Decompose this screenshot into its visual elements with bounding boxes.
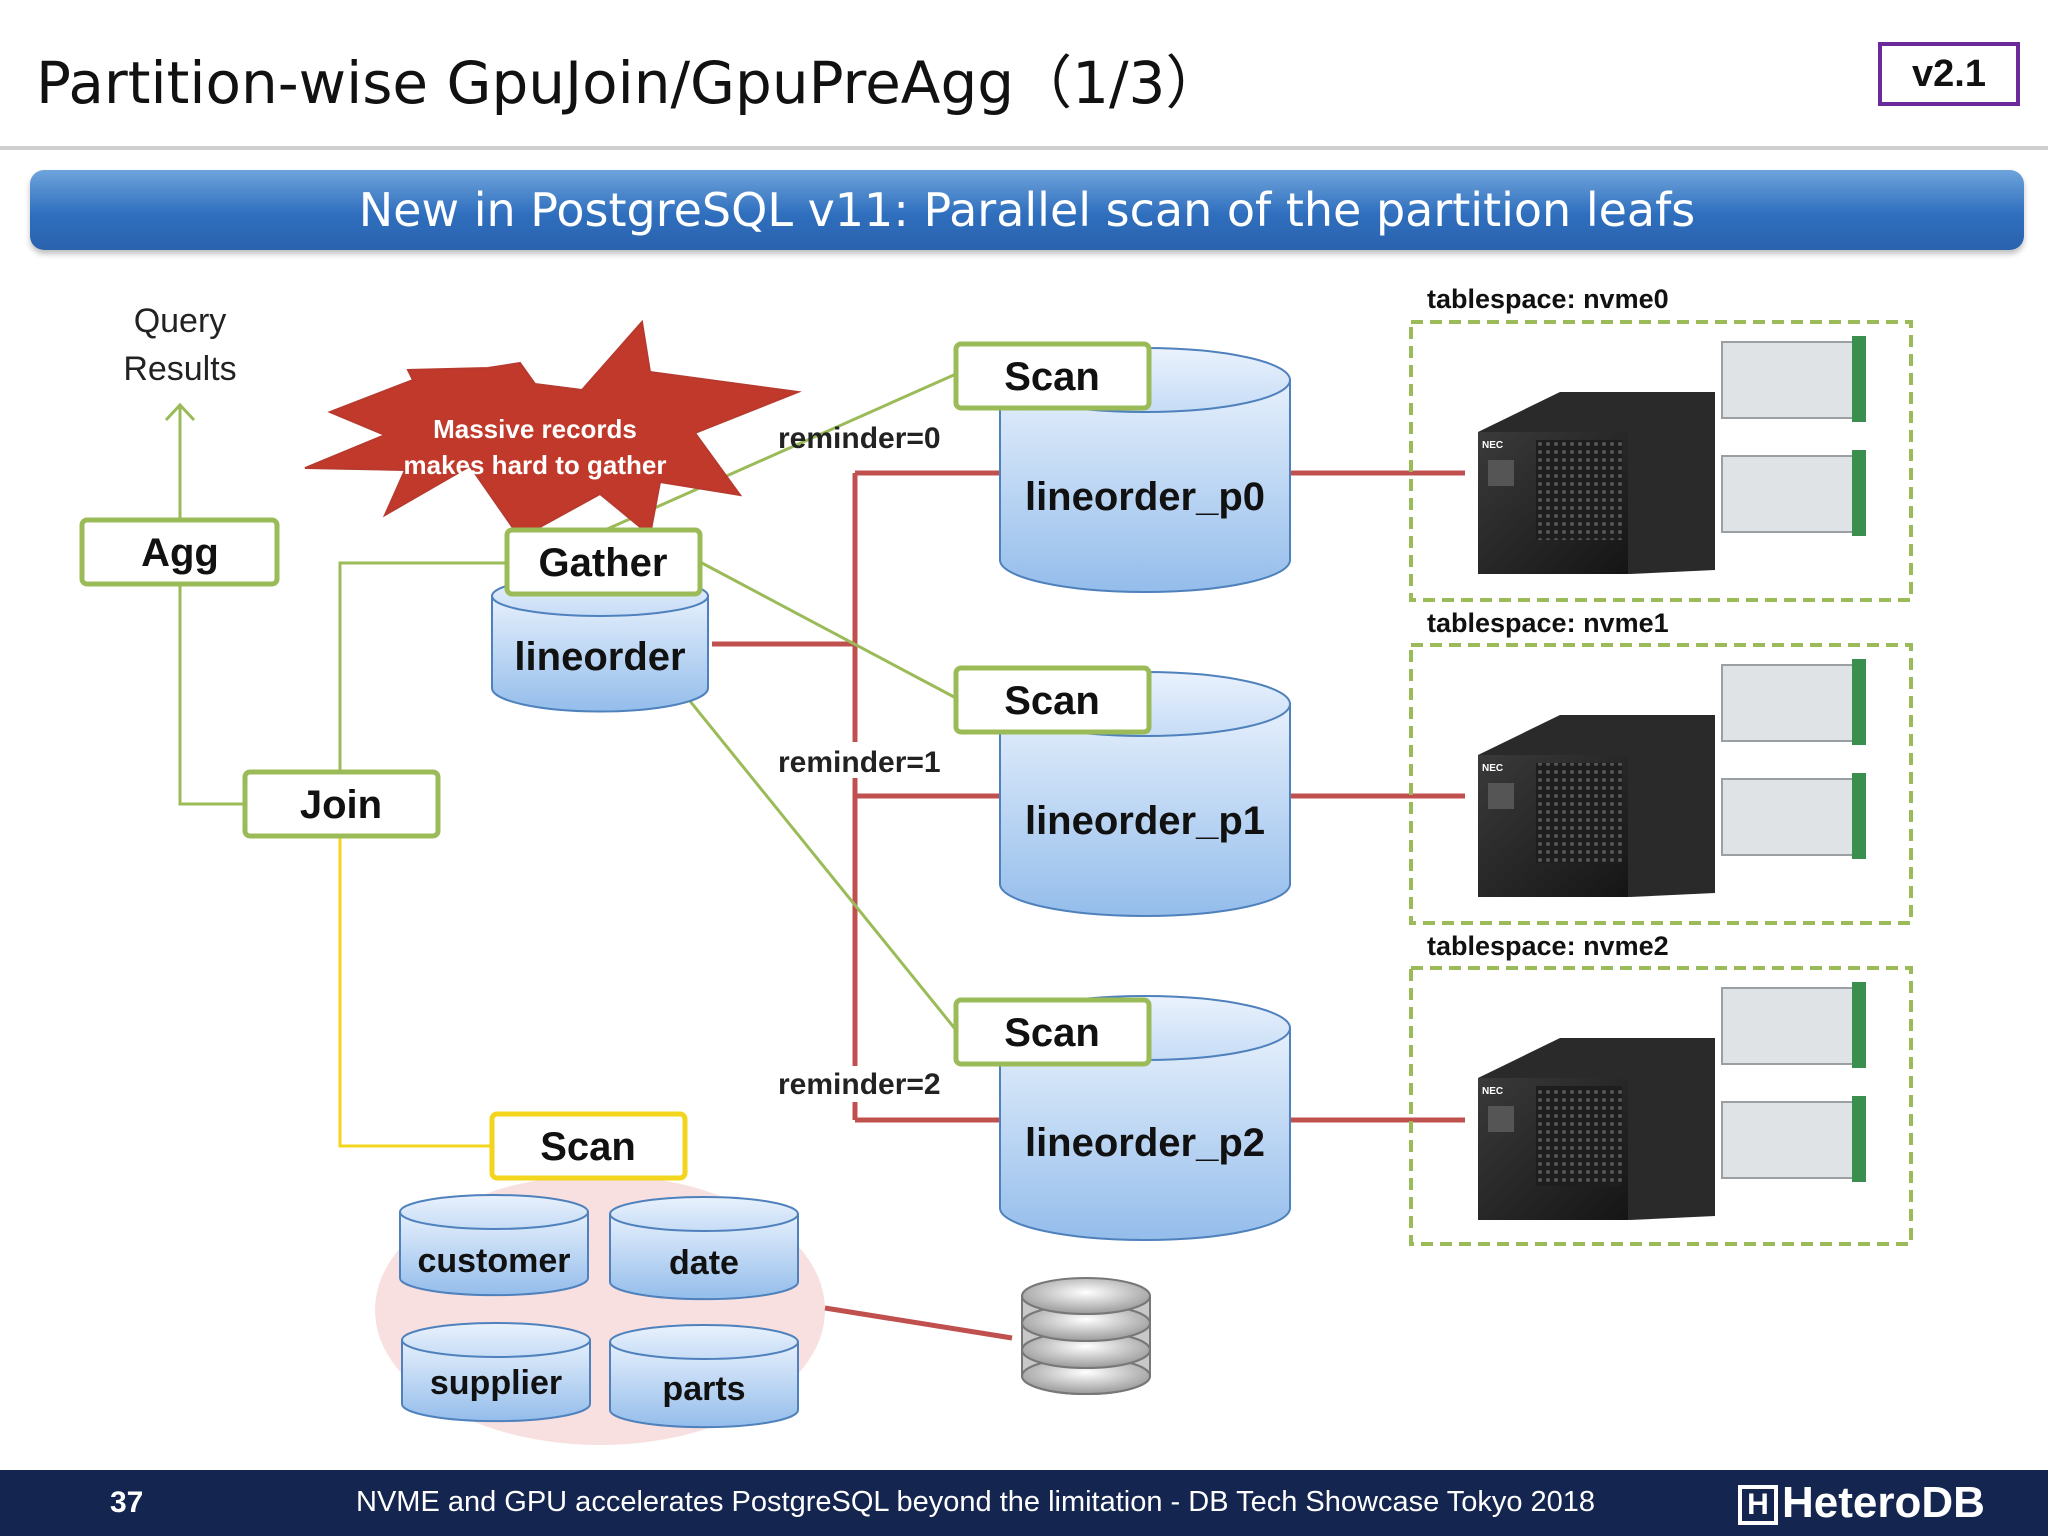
partition-p1-label: lineorder_p1 [1025, 799, 1265, 843]
database-icon [1021, 1277, 1151, 1395]
footer: 37 NVME and GPU accelerates PostgreSQL b… [0, 1470, 2048, 1536]
dim-customer: customer [399, 1194, 589, 1297]
tablespace-label-1: tablespace: nvme1 [1427, 608, 1669, 638]
join-label: Join [300, 783, 382, 827]
scan-label-dimensions: Scan [540, 1125, 636, 1169]
scan-node-p0: Scan [953, 341, 1152, 411]
device-brand-0: NEC [1482, 440, 1503, 451]
burst-line-2: makes hard to gather [404, 450, 667, 480]
tablespace-box-1: NEC [1409, 643, 1913, 925]
scan-node-dimensions: Scan [489, 1111, 688, 1181]
dim-supplier-label: supplier [430, 1364, 562, 1402]
query-results-line-1: Query [134, 302, 227, 340]
logo-mark-icon: H [1738, 1485, 1778, 1526]
partition-connectors [712, 470, 1465, 1341]
lineorder-table: lineorder [491, 575, 709, 713]
nvme-server-1: NEC [1478, 659, 1866, 897]
tablespace-label-2: tablespace: nvme2 [1427, 931, 1669, 961]
scan-label-p2: Scan [1004, 1011, 1100, 1055]
slide-title: Partition-wise GpuJoin/GpuPreAgg（1/3） [36, 49, 1224, 117]
dim-date-label: date [669, 1244, 739, 1282]
device-brand-1: NEC [1482, 763, 1503, 774]
tablespace-box-2: NEC [1409, 966, 1913, 1246]
scan-node-p1: Scan [953, 665, 1152, 735]
scan-label-p0: Scan [1004, 355, 1100, 399]
burst-shape [304, 319, 802, 540]
partition-p2-label: lineorder_p2 [1025, 1121, 1265, 1165]
dim-parts-label: parts [662, 1370, 745, 1408]
partition-p0-label: lineorder_p0 [1025, 475, 1265, 519]
lineorder-label: lineorder [514, 635, 685, 679]
footer-text: NVME and GPU accelerates PostgreSQL beyo… [356, 1486, 1596, 1518]
reminder-label-2: reminder=2 [778, 1068, 941, 1101]
scan-node-p2: Scan [953, 997, 1152, 1067]
dim-customer-label: customer [417, 1242, 570, 1280]
tablespace-box-0: NEC [1409, 320, 1913, 602]
reminder-label-1: reminder=1 [778, 746, 941, 779]
title-divider [0, 146, 2048, 150]
tablespace-label-0: tablespace: nvme0 [1427, 284, 1669, 314]
join-scan-line [338, 836, 490, 1148]
agg-node: Agg [79, 517, 280, 587]
reminder-gap-2 [845, 1066, 865, 1102]
nvme-server-2: NEC [1478, 982, 1866, 1220]
query-results-line-2: Results [123, 350, 236, 388]
page-number: 37 [110, 1486, 144, 1519]
banner: New in PostgreSQL v11: Parallel scan of … [30, 170, 2024, 250]
reminder-gap-0 [845, 420, 865, 456]
join-node: Join [242, 769, 441, 839]
scan-label-p1: Scan [1004, 679, 1100, 723]
device-brand-2: NEC [1482, 1086, 1503, 1097]
gather-label: Gather [539, 541, 668, 585]
reminder-gap-1 [845, 742, 865, 778]
burst-line-1: Massive records [433, 414, 637, 444]
nvme-server-0: NEC [1478, 336, 1866, 574]
dim-parts: parts [609, 1324, 799, 1429]
version-badge: v2.1 [1878, 42, 2020, 106]
gather-node: Gather [504, 527, 703, 597]
dim-date: date [609, 1196, 799, 1301]
dim-supplier: supplier [401, 1322, 591, 1423]
logo-text: HeteroDB [1782, 1478, 1985, 1527]
agg-label: Agg [141, 531, 219, 575]
reminder-label-0: reminder=0 [778, 422, 941, 455]
